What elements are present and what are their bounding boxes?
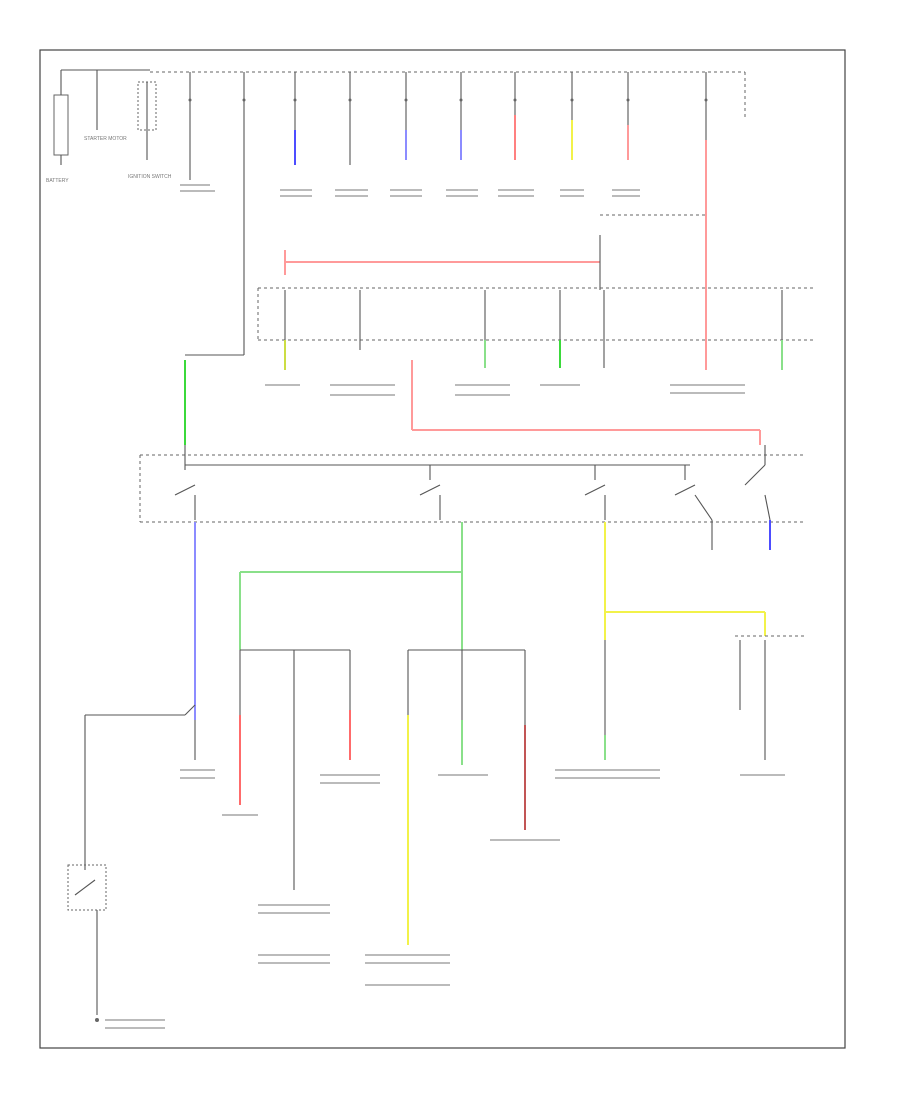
battery-section: BATTERY STARTER MOTOR [46,69,150,184]
horn-switch-box [67,864,107,911]
battery-label: BATTERY [46,178,69,184]
fusible-link-box: IGNITION SWITCH [128,81,172,180]
ignition-switch-label: IGNITION SWITCH [128,174,172,180]
faint-labels [105,184,785,1029]
starter-motor-label: STARTER MOTOR [84,136,127,142]
lower-circuits [67,520,805,1022]
ignition-switch-block [139,445,805,523]
fuse-row [185,72,708,360]
battery-symbol [53,94,69,156]
relay-row [257,235,815,445]
diagram-frame [39,49,846,1049]
